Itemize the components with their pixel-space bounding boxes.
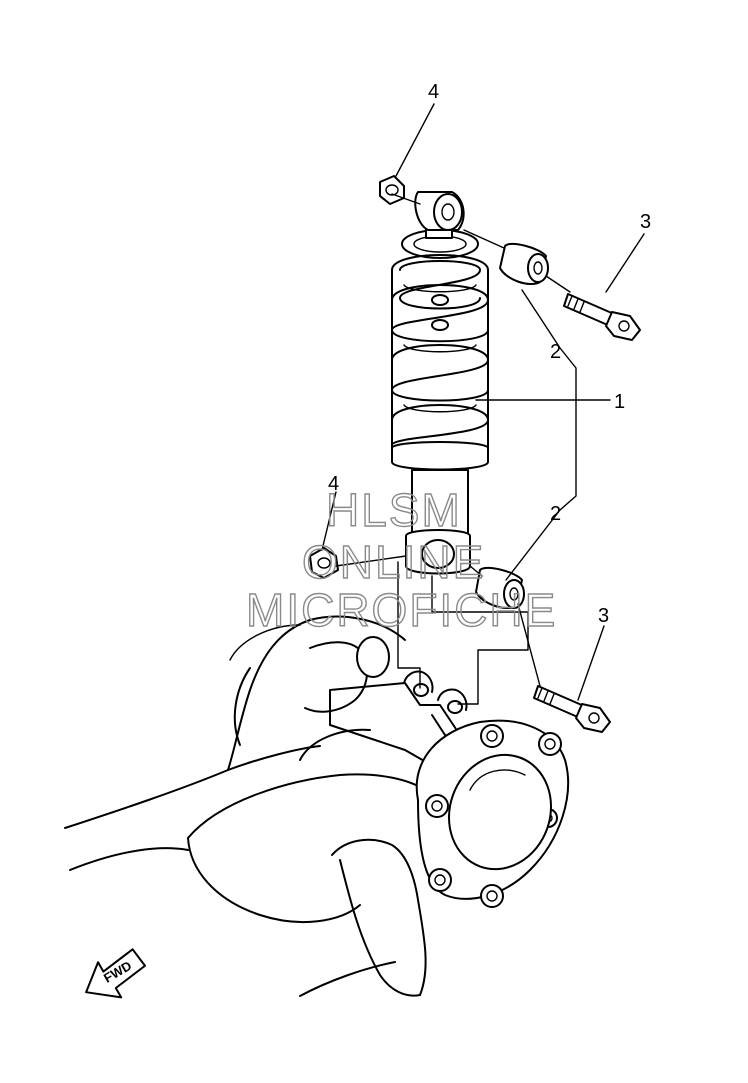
callout-bolt-upper: 3	[640, 211, 651, 233]
leader-lines	[321, 103, 645, 701]
callout-nut-upper: 4	[428, 81, 439, 103]
rear-axle-housing	[64, 615, 427, 997]
lower-bushing-2	[475, 566, 525, 610]
callout-bushing-upper: 2	[550, 341, 561, 363]
callout-bolt-lower: 3	[598, 605, 609, 627]
upper-bolt	[563, 293, 641, 341]
watermark: HLSM ONLINE MICROFICHE	[245, 483, 557, 636]
lower-bolt	[533, 685, 611, 733]
watermark-line-3: MICROFICHE	[246, 584, 557, 636]
callout-shock-absorber: 1	[614, 391, 625, 413]
shock-absorber	[391, 223, 489, 575]
callout-nut-lower: 4	[328, 473, 339, 495]
watermark-line-1: HLSM	[326, 484, 462, 536]
callout-bushing-lower: 2	[550, 503, 561, 525]
assembly-lines	[335, 193, 571, 705]
upper-bushing-2	[499, 242, 549, 286]
wheel-hub-flange	[415, 719, 569, 908]
upper-bushing-collar	[414, 191, 465, 231]
coil-spring	[391, 229, 489, 449]
fwd-arrow: FWD	[85, 948, 147, 999]
upper-nut	[379, 175, 405, 205]
watermark-line-2: ONLINE	[302, 536, 485, 588]
lower-nut	[309, 547, 339, 579]
